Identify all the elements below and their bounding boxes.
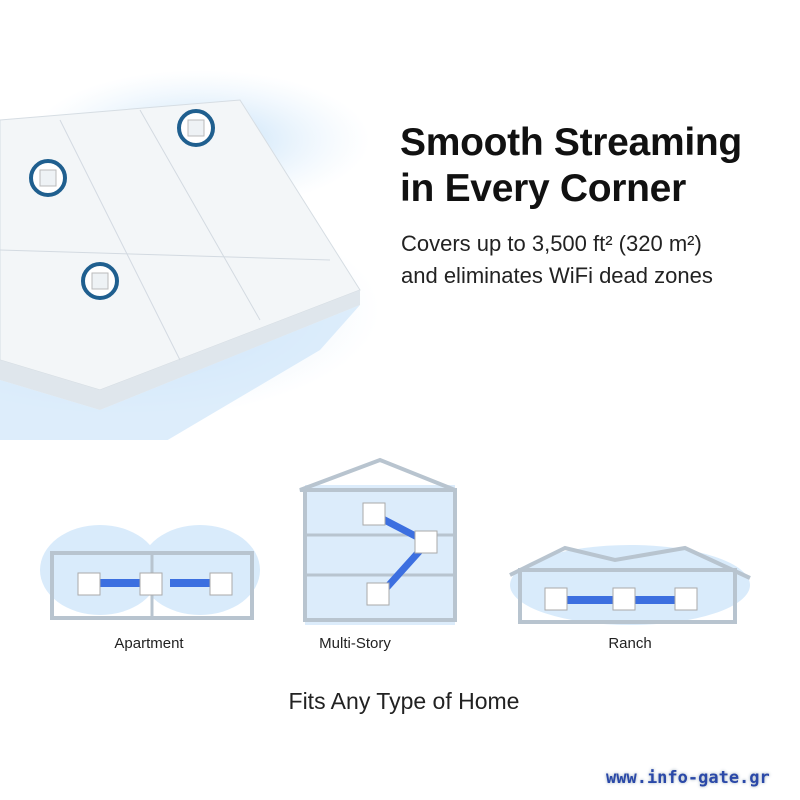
footer-caption: Fits Any Type of Home [288, 688, 520, 714]
subtitle: Covers up to 3,500 ft² (320 m²) and elimi… [401, 228, 713, 292]
subtitle-line-2: and eliminates WiFi dead zones [401, 263, 713, 288]
ranch-label: Ranch [608, 635, 652, 652]
apartment-label: Apartment [114, 635, 184, 652]
apartment-illustration [40, 525, 260, 620]
multi-story-label: Multi-Story [319, 635, 391, 652]
multi-story-illustration [299, 457, 457, 625]
watermark: www.info-gate.gr [606, 768, 770, 788]
headline-line-1: Smooth Streaming [400, 121, 742, 164]
floorplan-illustration [0, 70, 380, 440]
router-icon [81, 262, 119, 300]
router-icon [177, 109, 215, 147]
headline-line-2: in Every Corner [400, 167, 686, 210]
subtitle-line-1: Covers up to 3,500 ft² (320 m²) [401, 231, 702, 256]
ranch-illustration [509, 545, 751, 625]
router-icon [29, 159, 67, 197]
